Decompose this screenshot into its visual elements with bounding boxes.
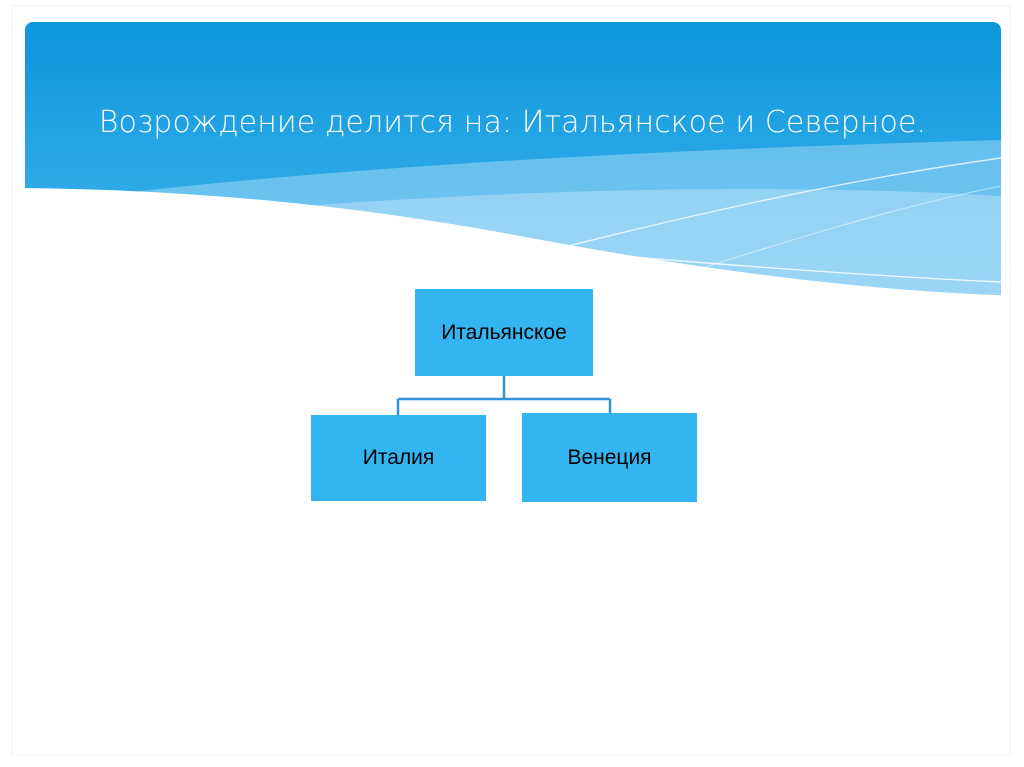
diagram-node-child-1[interactable]: Италия (311, 415, 486, 501)
diagram-node-root[interactable]: Итальянское (415, 289, 593, 376)
diagram-node-child-2[interactable]: Венеция (522, 413, 697, 502)
slide-title: Возрождение делится на: Итальянское и Се… (98, 105, 927, 140)
